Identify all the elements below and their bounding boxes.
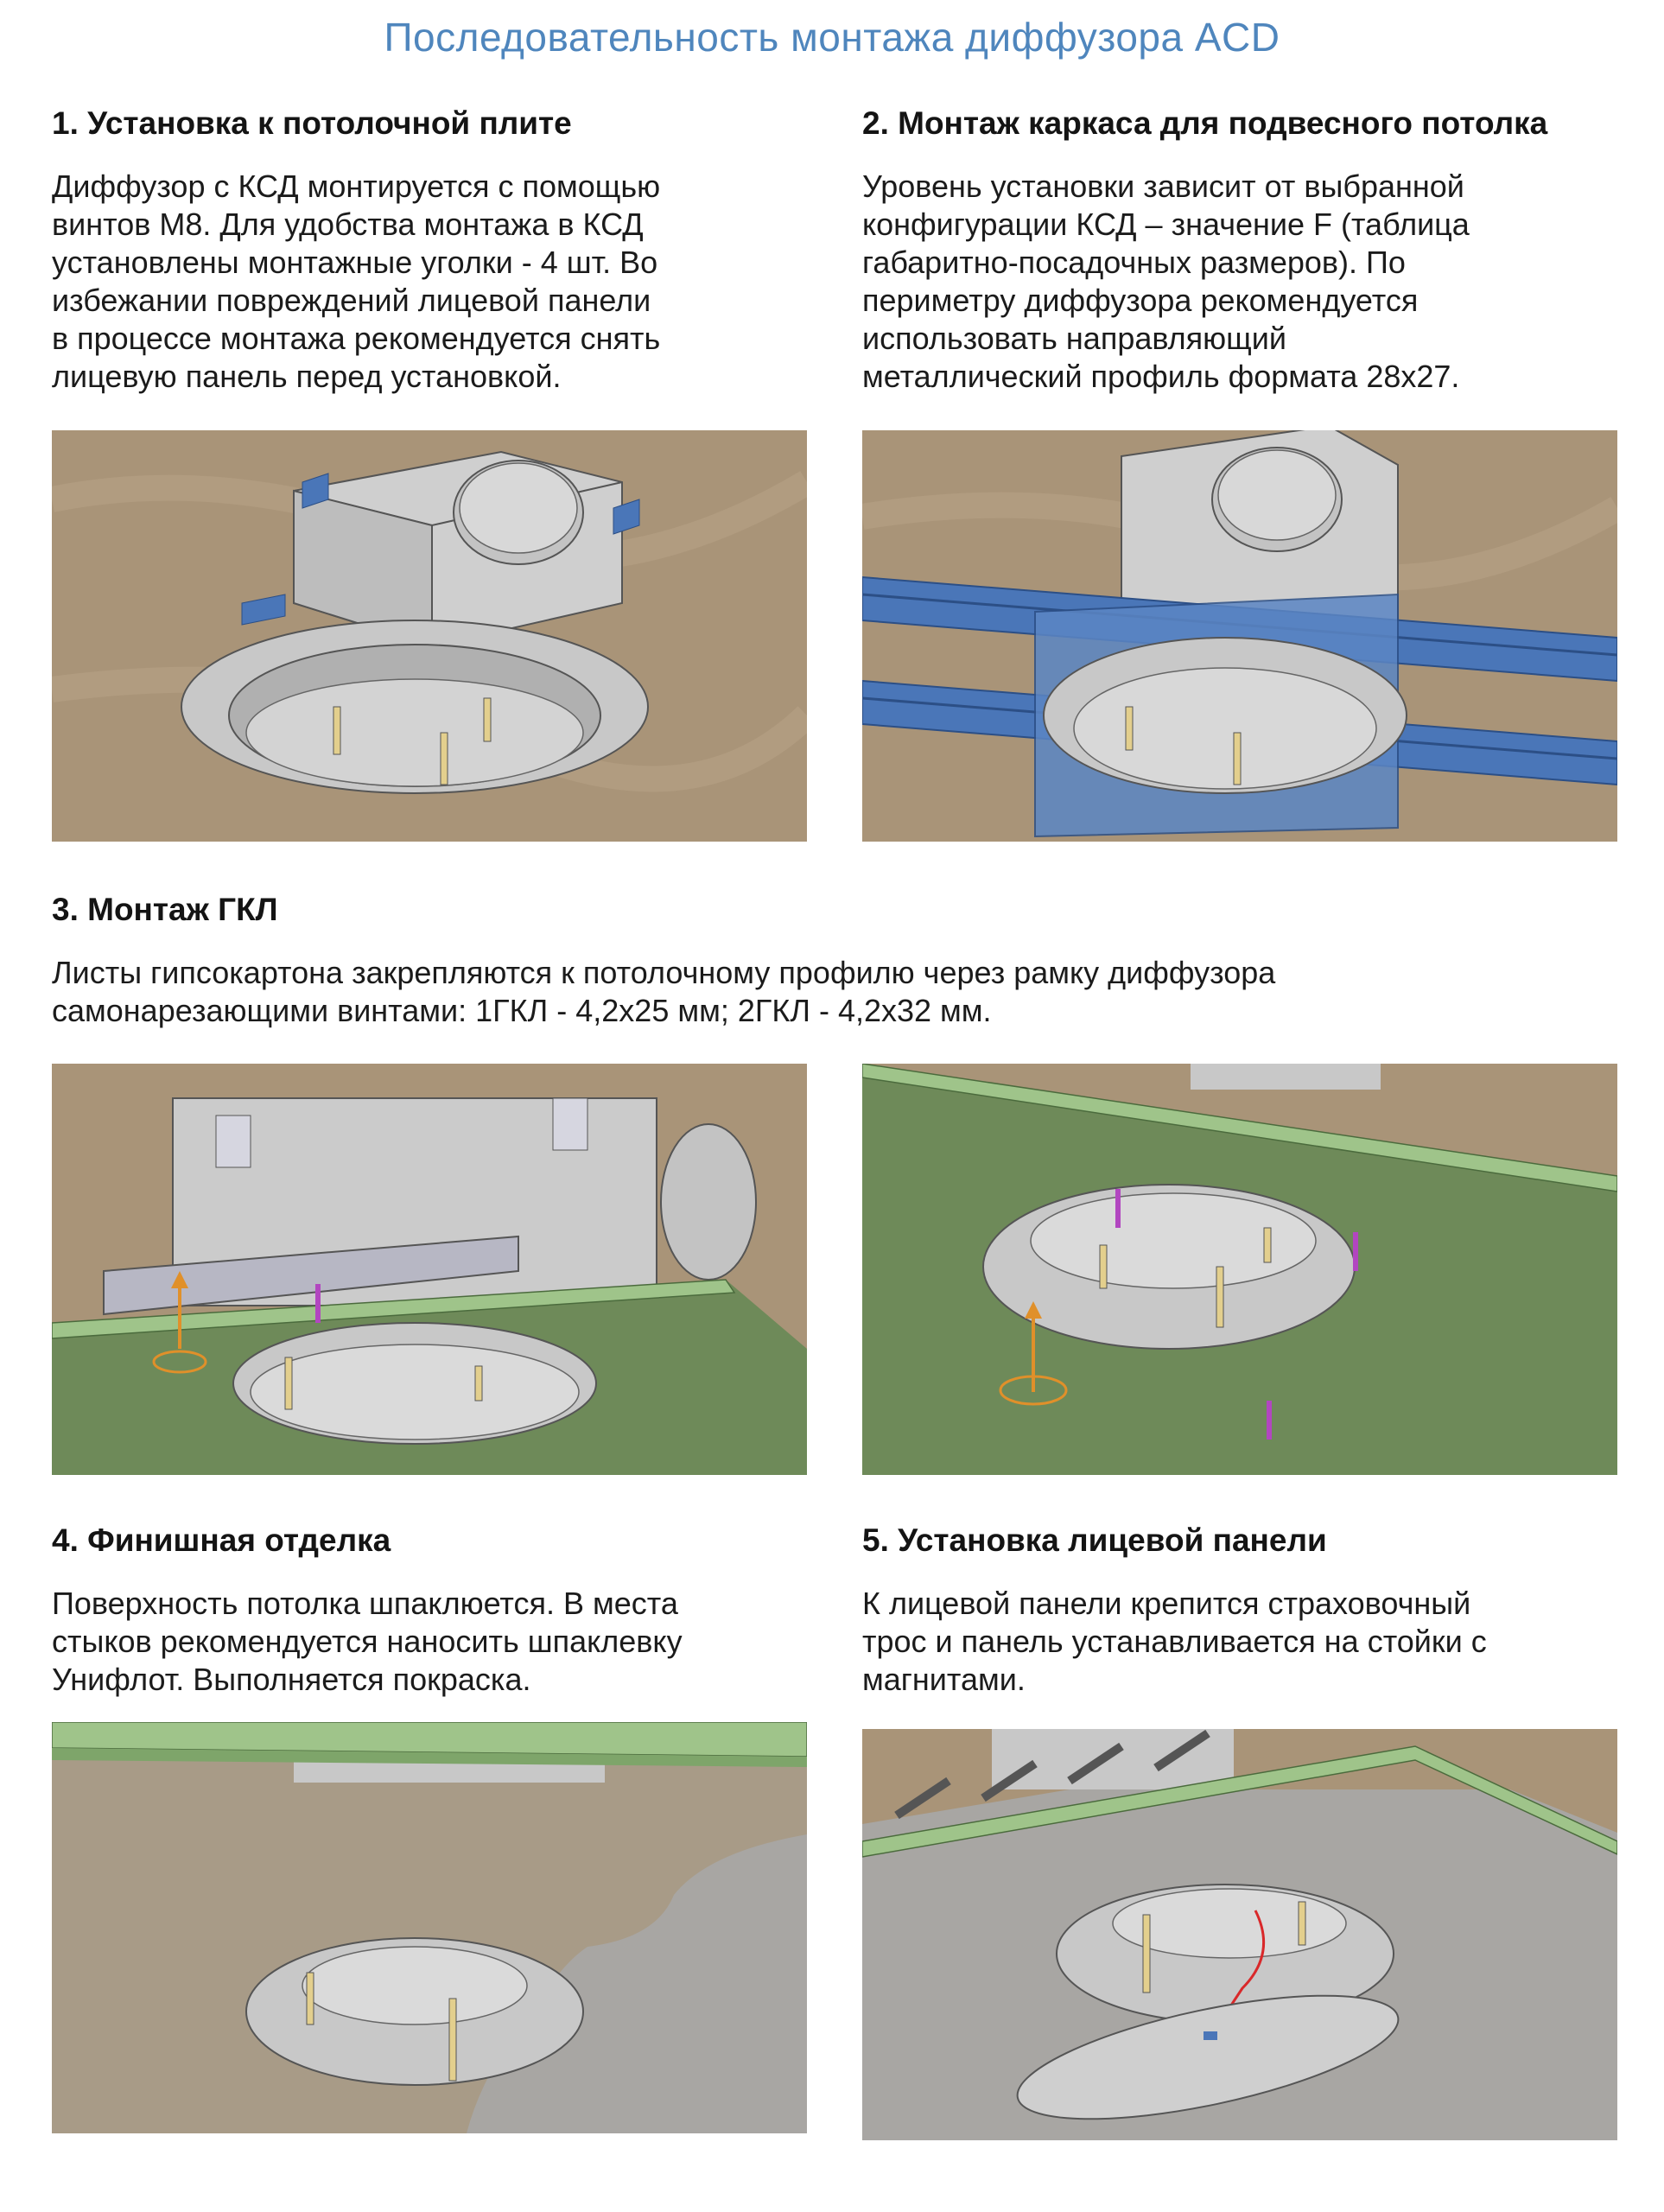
- step3-image-b: [862, 1064, 1617, 1475]
- step4-line: Унифлот. Выполняется покраска.: [52, 1662, 531, 1697]
- step5-line: магнитами.: [862, 1662, 1026, 1697]
- step5-line: трос и панель устанавливается на стойки …: [862, 1624, 1487, 1659]
- step5-line: К лицевой панели крепится страховочный: [862, 1586, 1471, 1621]
- step4-line: стыков рекомендуется наносить шпаклевку: [52, 1624, 683, 1659]
- step1-line: в процессе монтажа рекомендуется снять: [52, 321, 661, 356]
- step2-line: Уровень установки зависит от выбранной: [862, 168, 1464, 204]
- step4-heading: 4. Финишная отделка: [52, 1522, 391, 1558]
- step3-line: самонарезающими винтами: 1ГКЛ - 4,2х25 м…: [52, 993, 992, 1028]
- step2-line: металлический профиль формата 28х27.: [862, 359, 1460, 394]
- step3-text: Листы гипсокартона закрепляются к потоло…: [52, 954, 1275, 1030]
- step5-image: [862, 1729, 1617, 2140]
- step3-line: Листы гипсокартона закрепляются к потоло…: [52, 955, 1276, 990]
- step4-image: [52, 1722, 807, 2133]
- step2-line: габаритно-посадочных размеров). По: [862, 245, 1406, 280]
- step4-line: Поверхность потолка шпаклюется. В места: [52, 1586, 678, 1621]
- step4-text: Поверхность потолка шпаклюется. В места …: [52, 1585, 683, 1699]
- step1-line: лицевую панель перед установкой.: [52, 359, 562, 394]
- step2-line: периметру диффузора рекомендуется: [862, 283, 1419, 318]
- step5-text: К лицевой панели крепится страховочный т…: [862, 1585, 1487, 1699]
- step1-line: винтов М8. Для удобства монтажа в КСД: [52, 207, 644, 242]
- step3-image-a: [52, 1064, 807, 1475]
- step1-text: Диффузор с КСД монтируется с помощью вин…: [52, 168, 660, 396]
- page-title: Последовательность монтажа диффузора ACD: [384, 15, 1280, 60]
- step1-line: установлены монтажные уголки - 4 шт. Во: [52, 245, 658, 280]
- step2-line: конфигурации КСД – значение F (таблица: [862, 207, 1470, 242]
- step2-line: использовать направляющий: [862, 321, 1286, 356]
- step3-heading: 3. Монтаж ГКЛ: [52, 892, 278, 927]
- step1-line: избежании повреждений лицевой панели: [52, 283, 651, 318]
- step2-image: [862, 430, 1617, 842]
- step1-image: [52, 430, 807, 842]
- step5-heading: 5. Установка лицевой панели: [862, 1522, 1327, 1558]
- step1-line: Диффузор с КСД монтируется с помощью: [52, 168, 661, 204]
- step2-heading: 2. Монтаж каркаса для подвесного потолка: [862, 105, 1548, 141]
- step2-text: Уровень установки зависит от выбранной к…: [862, 168, 1470, 396]
- step1-heading: 1. Установка к потолочной плите: [52, 105, 572, 141]
